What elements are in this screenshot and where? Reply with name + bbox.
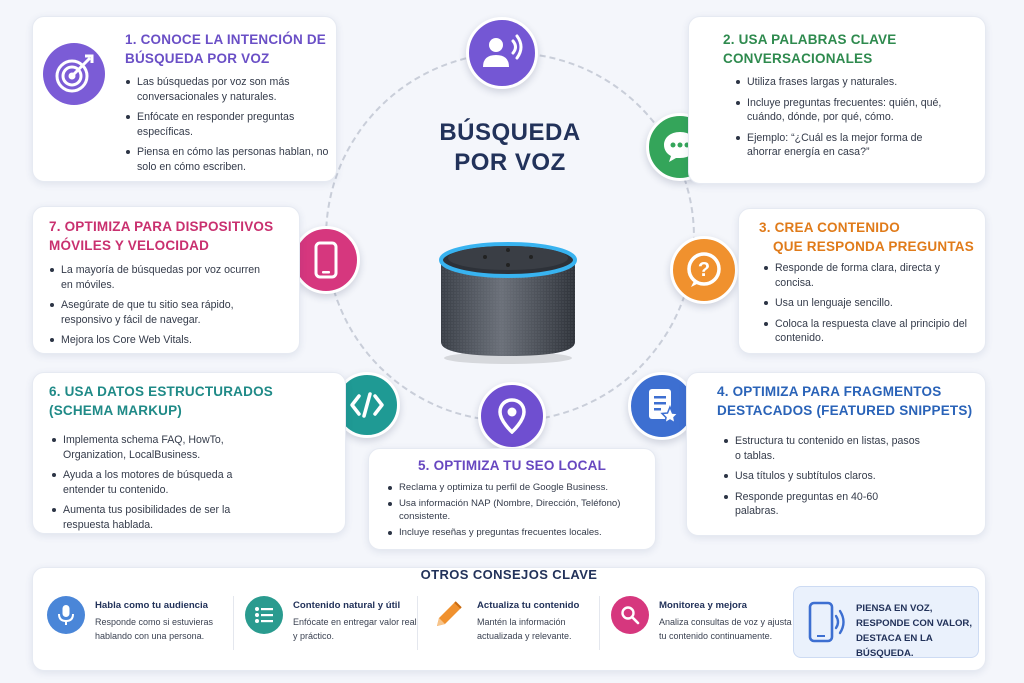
card-conversational-keywords-list: Utiliza frases largas y naturales. Inclu… bbox=[735, 75, 955, 166]
card-mobile-speed-title: 7. Optimiza para dispositivos móviles y … bbox=[49, 219, 274, 253]
main-title-line2: POR VOZ bbox=[454, 149, 566, 176]
card-conversational-keywords: 2. Usa palabras clave conversacionales U… bbox=[688, 16, 986, 184]
tip-update-content-desc: Mantén la información actualizada y rele… bbox=[477, 617, 572, 641]
card-local-seo-list: Reclama y optimiza tu perfil de Google B… bbox=[387, 481, 649, 542]
list-item: Incluye preguntas frecuentes: quién, qué… bbox=[735, 96, 955, 125]
svg-text:?: ? bbox=[698, 259, 710, 281]
tip-monitor-desc: Analiza consultas de voz y ajusta tu con… bbox=[659, 617, 792, 641]
card-answer-content-list: Responde de forma clara, directa y conci… bbox=[763, 261, 973, 352]
list-item: Incluye reseñas y preguntas frecuentes l… bbox=[387, 526, 649, 539]
document-star-icon bbox=[628, 372, 696, 440]
location-pin-icon bbox=[478, 382, 546, 450]
phone-voice-icon bbox=[808, 601, 845, 643]
magnifier-icon bbox=[611, 596, 649, 634]
list-item: Responde preguntas en 40-60 palabras. bbox=[723, 490, 923, 519]
smartphone-icon bbox=[292, 226, 360, 294]
closing-message: Piensa en voz, responde con valor, desta… bbox=[856, 603, 973, 659]
smart-speaker-image bbox=[439, 242, 577, 364]
card-mobile-speed-list: La mayoría de búsquedas por voz ocurren … bbox=[49, 263, 263, 354]
main-title: BÚSQUEDA POR VOZ bbox=[400, 118, 620, 178]
card-answer-content-title: 3. Crea contenido que responda preguntas bbox=[759, 218, 983, 256]
list-item: Las búsquedas por voz son más conversaci… bbox=[125, 75, 333, 104]
card-voice-intent: 1. Conoce la intención de búsqueda por v… bbox=[32, 16, 337, 182]
list-item: Ejemplo: “¿Cuál es la mejor forma de aho… bbox=[735, 131, 955, 160]
card-featured-snippets-list: Estructura tu contenido en listas, pasos… bbox=[723, 434, 923, 525]
list-item: Coloca la respuesta clave al principio d… bbox=[763, 317, 973, 346]
tip-audience-desc: Responde como si estuvieras hablando con… bbox=[95, 617, 214, 641]
tip-update-content-title: Actualiza tu contenido bbox=[477, 600, 580, 611]
voice-user-icon bbox=[466, 17, 538, 89]
list-item: Utiliza frases largas y naturales. bbox=[735, 75, 955, 90]
list-item: Aumenta tus posibilidades de ser la resp… bbox=[51, 503, 261, 532]
target-icon bbox=[43, 43, 105, 105]
list-item: Mejora los Core Web Vitals. bbox=[49, 333, 263, 348]
card-featured-snippets: 4. Optimiza para fragmentos destacados (… bbox=[686, 372, 986, 536]
sound-wave-graphic bbox=[389, 189, 627, 227]
list-item: Responde de forma clara, directa y conci… bbox=[763, 261, 973, 290]
tip-monitor: Monitorea y mejora Analiza consultas de … bbox=[611, 596, 792, 656]
card-structured-data-list: Implementa schema FAQ, HowTo, Organizati… bbox=[51, 433, 261, 538]
card-answer-content: 3. Crea contenido que responda preguntas… bbox=[738, 208, 986, 354]
tip-natural-content-title: Contenido natural y útil bbox=[293, 600, 401, 611]
tip-monitor-title: Monitorea y mejora bbox=[659, 600, 747, 611]
tip-audience: Habla como tu audiencia Responde como si… bbox=[47, 596, 237, 656]
question-bubble-icon: ? bbox=[670, 236, 738, 304]
list-item: Enfócate en responder preguntas específi… bbox=[125, 110, 333, 139]
card-featured-snippets-title: 4. Optimiza para fragmentos destacados (… bbox=[717, 384, 973, 418]
card-voice-intent-list: Las búsquedas por voz son más conversaci… bbox=[125, 75, 333, 180]
card-mobile-speed: 7. Optimiza para dispositivos móviles y … bbox=[32, 206, 300, 354]
card-structured-data-title: 6. Usa datos estructurados (schema marku… bbox=[49, 384, 273, 418]
connector-ring bbox=[325, 52, 695, 422]
list-item: Asegúrate de que tu sitio sea rápido, re… bbox=[49, 298, 263, 327]
other-tips-title: OTROS CONSEJOS CLAVE bbox=[420, 567, 598, 582]
list-item: Reclama y optimiza tu perfil de Google B… bbox=[387, 481, 649, 494]
closing-message-box: Piensa en voz, responde con valor, desta… bbox=[793, 586, 979, 659]
microphone-icon bbox=[47, 596, 85, 634]
tip-audience-title: Habla como tu audiencia bbox=[95, 600, 209, 611]
list-item: Usa información NAP (Nombre, Dirección, … bbox=[387, 497, 649, 523]
list-item: Piensa en cómo las personas hablan, no s… bbox=[125, 145, 333, 174]
tip-divider bbox=[417, 596, 418, 650]
card-answer-content-title-line2: que responda preguntas bbox=[773, 239, 974, 254]
tip-update-content: Actualiza tu contenido Mantén la informa… bbox=[429, 596, 609, 656]
other-tips-panel: OTROS CONSEJOS CLAVE Habla como tu audie… bbox=[32, 567, 986, 671]
tip-natural-content: Contenido natural y útil Enfócate en ent… bbox=[245, 596, 425, 656]
list-item: Usa títulos y subtítulos claros. bbox=[723, 469, 923, 484]
card-voice-intent-title: 1. Conoce la intención de búsqueda por v… bbox=[125, 32, 327, 66]
card-local-seo: 5. Optimiza tu SEO local Reclama y optim… bbox=[368, 448, 656, 550]
list-item: Estructura tu contenido en listas, pasos… bbox=[723, 434, 923, 463]
card-structured-data: 6. Usa datos estructurados (schema marku… bbox=[32, 372, 346, 534]
pencil-icon bbox=[429, 596, 467, 634]
list-item: Implementa schema FAQ, HowTo, Organizati… bbox=[51, 433, 261, 462]
list-item: Usa un lenguaje sencillo. bbox=[763, 296, 973, 311]
tip-divider bbox=[599, 596, 600, 650]
list-icon bbox=[245, 596, 283, 634]
card-conversational-keywords-title: 2. Usa palabras clave conversacionales bbox=[723, 32, 897, 66]
card-local-seo-title: 5. Optimiza tu SEO local bbox=[417, 458, 607, 473]
card-answer-content-title-line1: 3. Crea contenido bbox=[759, 220, 900, 235]
list-item: Ayuda a los motores de búsqueda a entend… bbox=[51, 468, 261, 497]
list-item: La mayoría de búsquedas por voz ocurren … bbox=[49, 263, 263, 292]
tip-natural-content-desc: Enfócate en entregar valor real y prácti… bbox=[293, 617, 417, 641]
main-title-line1: BÚSQUEDA bbox=[439, 119, 581, 146]
tip-divider bbox=[233, 596, 234, 650]
